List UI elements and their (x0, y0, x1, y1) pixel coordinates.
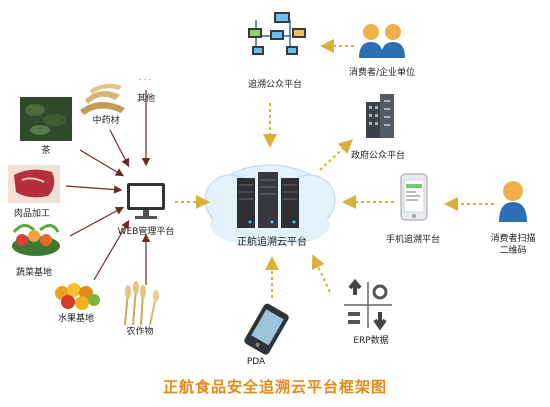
vegetable-label: 蔬菜基地 (15, 268, 53, 278)
consumer-enterprise-label: 消费者/企业单位 (348, 68, 416, 78)
erp-icon (344, 278, 392, 331)
flow-arrows (175, 39, 494, 298)
meat-label: 肉品加工 (13, 209, 51, 219)
cloud-platform-label: 正航追溯云平台 (237, 237, 307, 248)
people-icon (359, 24, 405, 58)
server-icon (237, 172, 299, 228)
pda-icon (244, 303, 289, 355)
person-icon (499, 181, 527, 222)
erp-label: ERP数据 (353, 336, 389, 346)
meat-image (8, 165, 60, 203)
web-platform-label: WEB管理平台 (117, 227, 175, 237)
source-arrows (65, 90, 151, 285)
crop-label: 农作物 (126, 327, 154, 337)
crop-image (124, 281, 159, 326)
pda-label: PDA (246, 357, 266, 367)
diagram-title: 正航食品安全追溯云平台框架图 (162, 378, 387, 396)
gov-platform-label: 政府公众平台 (350, 151, 406, 161)
other-label: 其他 (136, 94, 156, 104)
mobile-platform-label: 手机追溯平台 (385, 235, 441, 245)
network-icon (248, 12, 306, 55)
tea-label: 茶 (41, 146, 51, 156)
tea-image (20, 97, 72, 141)
building-icon (366, 94, 394, 138)
qr-code-label: 二维码 (499, 246, 527, 256)
fruit-image (55, 283, 100, 310)
herb-image (80, 83, 125, 115)
vegetable-image (12, 224, 60, 256)
other-dots: ... (138, 73, 154, 83)
phone-icon (400, 173, 428, 221)
fruit-label: 水果基地 (57, 314, 95, 324)
herb-label: 中药材 (92, 116, 120, 126)
consumer-scan-label: 消费者扫描 (490, 234, 536, 244)
public-trace-label: 追溯公众平台 (247, 80, 303, 90)
computer-icon (127, 183, 165, 219)
